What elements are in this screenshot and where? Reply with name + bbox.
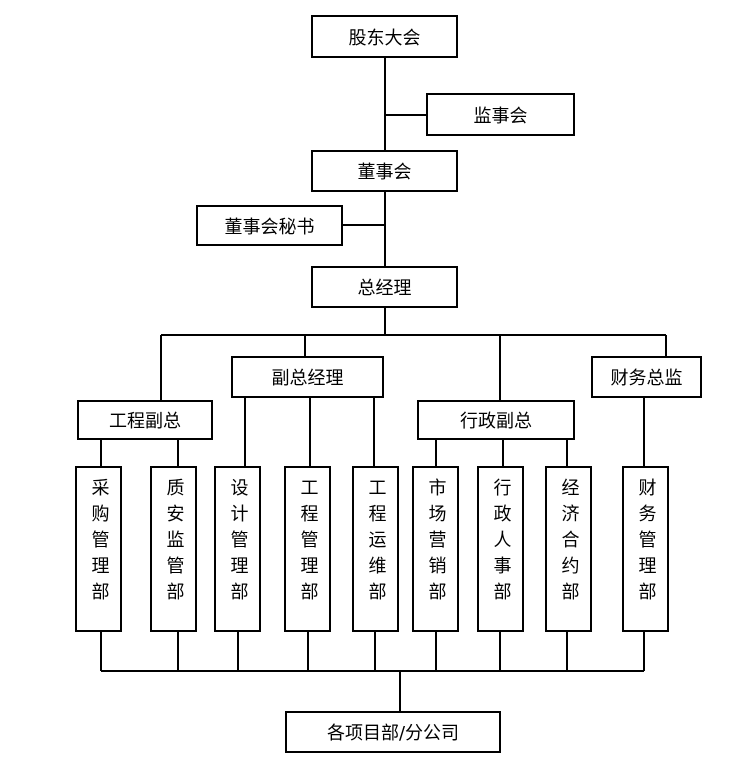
- department-box-finance: 财务管理部: [622, 466, 669, 632]
- department-box-quality-safety: 质安监管部: [150, 466, 197, 632]
- department-box-contracts: 经济合约部: [545, 466, 592, 632]
- department-label: 工程管理部: [297, 478, 319, 608]
- deputy-general-manager-box: 副总经理: [231, 356, 384, 398]
- department-label: 经济合约部: [558, 478, 580, 608]
- department-label: 质安监管部: [163, 478, 185, 608]
- department-box-hr-admin: 行政人事部: [477, 466, 524, 632]
- department-label: 设计管理部: [227, 478, 249, 608]
- department-box-operations: 工程运维部: [352, 466, 399, 632]
- department-box-engineering: 工程管理部: [284, 466, 331, 632]
- board-secretary-box: 董事会秘书: [196, 205, 343, 246]
- branches-box: 各项目部/分公司: [285, 711, 501, 753]
- board-of-directors-box: 董事会: [311, 150, 458, 192]
- department-label: 工程运维部: [365, 478, 387, 608]
- shareholders-meeting-box: 股东大会: [311, 15, 458, 58]
- department-box-procurement: 采购管理部: [75, 466, 122, 632]
- administration-deputy-box: 行政副总: [417, 400, 575, 440]
- department-box-design: 设计管理部: [214, 466, 261, 632]
- department-label: 采购管理部: [88, 478, 110, 608]
- department-label: 财务管理部: [635, 478, 657, 608]
- department-box-marketing: 市场营销部: [412, 466, 459, 632]
- supervisory-board-box: 监事会: [426, 93, 575, 136]
- finance-director-box: 财务总监: [591, 356, 702, 398]
- engineering-deputy-box: 工程副总: [77, 400, 213, 440]
- general-manager-box: 总经理: [311, 266, 458, 308]
- department-label: 市场营销部: [425, 478, 447, 608]
- department-label: 行政人事部: [490, 478, 512, 608]
